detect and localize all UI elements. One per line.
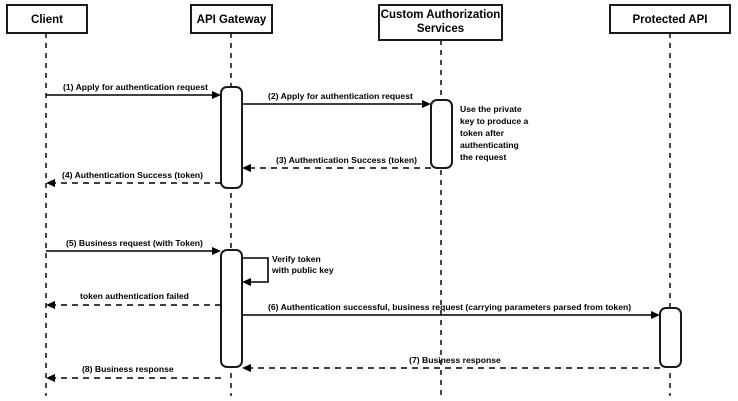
participant-box-api-gateway[interactable] — [190, 4, 273, 34]
message-8-arrowhead-icon — [46, 374, 55, 382]
participant-box-protected-api[interactable] — [609, 4, 731, 34]
participant-box-custom-authorization-services[interactable] — [378, 4, 503, 41]
participant-box-client[interactable] — [6, 4, 88, 34]
message-2-label: (2) Apply for authentication request — [268, 91, 413, 101]
participant-protected-api[interactable]: Protected API — [609, 4, 731, 34]
participant-label-api-gateway: API Gateway — [197, 14, 267, 26]
message-token-authentication-failed-arrowhead-icon — [46, 301, 55, 309]
message-7-arrowhead-icon — [242, 364, 251, 372]
message-1-label: (1) Apply for authentication request — [63, 82, 208, 92]
participant-label-protected-api: Protected API — [633, 14, 708, 26]
message-2[interactable]: (2) Apply for authentication request — [242, 91, 431, 108]
participant-label-client: Client — [31, 14, 63, 26]
participant-label-custom-authorization-services: Custom Authorization — [381, 9, 501, 21]
message-5-label: (5) Business request (with Token) — [66, 238, 203, 248]
note-private-key-line-3: token after — [460, 128, 505, 138]
message-self-verify-token-line — [242, 257, 269, 283]
message-5-arrowhead-icon — [212, 247, 221, 255]
message-3-arrowhead-icon — [242, 164, 251, 172]
message-3-label: (3) Authentication Success (token) — [276, 155, 417, 165]
message-5[interactable]: (5) Business request (with Token) — [46, 238, 221, 255]
participant-label-custom-authorization-services-line2: Services — [417, 23, 464, 35]
message-token-authentication-failed-label: token authentication failed — [80, 291, 189, 301]
participant-client[interactable]: Client — [6, 4, 88, 34]
participant-api-gateway[interactable]: API Gateway — [190, 4, 273, 34]
note-private-key-line-2: key to produce a — [460, 116, 529, 126]
message-4-arrowhead-icon — [46, 179, 55, 187]
message-1-arrowhead-icon — [212, 91, 221, 99]
message-self-verify-token[interactable]: Verify token with public key — [242, 254, 334, 286]
note-private-key-line-5: the request — [460, 152, 506, 162]
message-1[interactable]: (1) Apply for authentication request — [46, 82, 221, 99]
message-8-label: (8) Business response — [82, 364, 174, 374]
message-8[interactable]: (8) Business response — [46, 364, 221, 382]
participant-custom-authorization-services[interactable]: Custom Authorization Services — [378, 4, 503, 41]
message-7[interactable]: (7) Business response — [242, 355, 660, 372]
message-self-verify-token-label: Verify token — [272, 254, 321, 264]
activation-custom-authorization-services — [430, 99, 453, 169]
message-6-label: (6) Authentication successful, business … — [268, 302, 631, 312]
message-self-verify-token-label-line2: with public key — [271, 265, 334, 275]
message-6-arrowhead-icon — [651, 311, 660, 319]
activation-bars-group — [220, 86, 682, 368]
activation-api-gateway-auth — [220, 86, 243, 189]
note-private-key-line-4: authenticating — [460, 140, 519, 150]
message-6[interactable]: (6) Authentication successful, business … — [242, 302, 660, 319]
activation-protected-api — [659, 307, 682, 368]
note-private-key-line-1: Use the private — [460, 104, 522, 114]
message-2-arrowhead-icon — [422, 100, 431, 108]
message-4-label: (4) Authentication Success (token) — [62, 170, 203, 180]
activation-api-gateway-business — [220, 249, 243, 368]
message-3[interactable]: (3) Authentication Success (token) — [242, 155, 431, 172]
message-self-verify-token-arrowhead-icon — [242, 278, 251, 286]
message-7-label: (7) Business response — [409, 355, 501, 365]
note-private-key: Use the private key to produce a token a… — [460, 104, 529, 162]
message-token-authentication-failed[interactable]: token authentication failed — [46, 291, 221, 309]
message-4[interactable]: (4) Authentication Success (token) — [46, 170, 221, 187]
